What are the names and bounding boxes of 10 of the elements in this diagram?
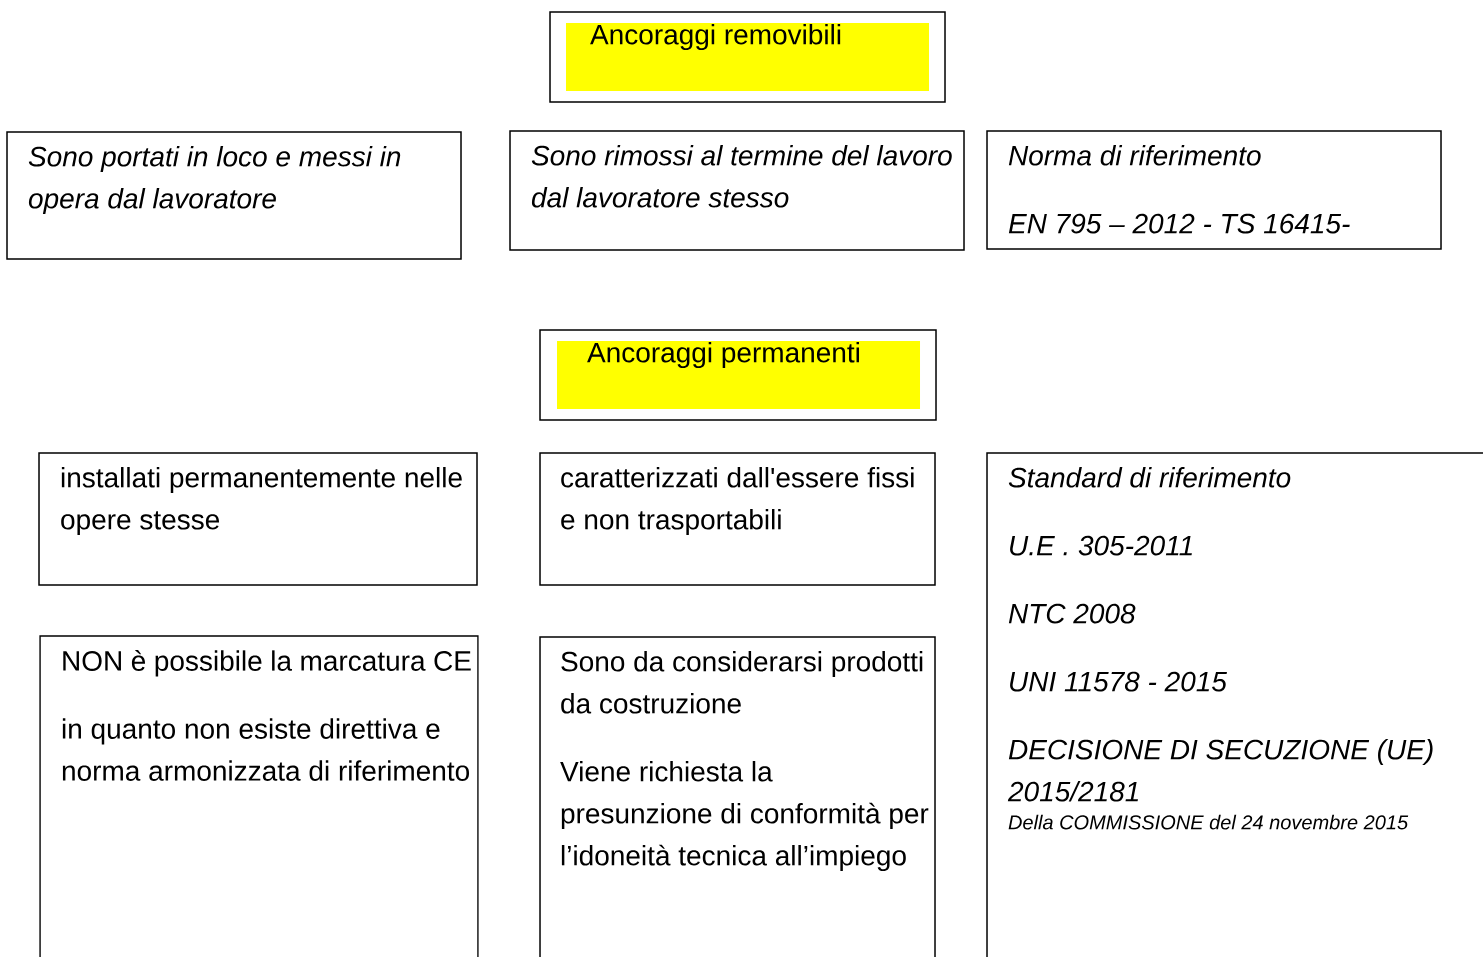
text-box: caratterizzati dall'essere fissi e non trasportabili [539,452,936,586]
text-box: Sono da considerarsi prodotti da costruzione Viene richiesta la presunzione di conformità per l’idoneità tecnica all’impiego [539,636,936,957]
text-box: Norma di riferimento EN 795 – 2012 - TS 16415- [986,130,1442,250]
title-box: Ancoraggi removibili [549,11,946,103]
text-box: Sono portati in loco e messi in opera dal lavoratore [6,131,462,260]
text-box: Sono rimossi al termine del lavoro dal lavoratore stesso [509,130,965,251]
text-box: Standard di riferimento U.E . 305-2011 NTC 2008 UNI 11578 - 2015 DECISIONE DI SECUZIONE (UE) 2015/2181 Della COMMISSIONE del 24 novembre 2015 [986,452,1483,957]
title-box: Ancoraggi permanenti [539,329,937,421]
text-box: NON è possibile la marcatura CE in quanto non esiste direttiva e norma armonizzata di riferimento [39,635,479,957]
text-box: installati permanentemente nelle opere stesse [38,452,478,586]
